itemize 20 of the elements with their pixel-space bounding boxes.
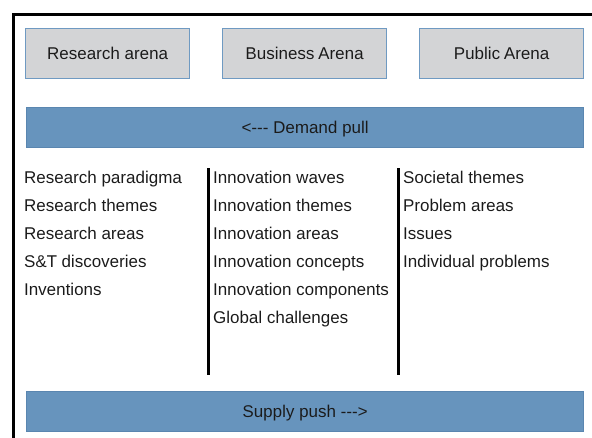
arrow-band: Supply push ---> — [26, 391, 584, 432]
list-item: Societal themes — [403, 167, 524, 189]
list-item: Research paradigma — [24, 167, 182, 189]
list-item: Research themes — [24, 195, 158, 217]
list-item: Innovation concepts — [213, 251, 364, 273]
list-item: Innovation waves — [213, 167, 344, 189]
list-item: Problem areas — [403, 195, 514, 217]
list-item: S&T discoveries — [24, 251, 147, 273]
list-item: Inventions — [24, 279, 102, 301]
list-item: Innovation components — [213, 279, 389, 301]
list-item: Issues — [403, 223, 452, 245]
list-item: Global challenges — [213, 307, 348, 329]
list-item: Innovation areas — [213, 223, 339, 245]
list-item: Innovation themes — [213, 195, 352, 217]
list-item: Individual problems — [403, 251, 550, 273]
list-item: Research areas — [24, 223, 144, 245]
arrow-band: <--- Demand pull — [26, 107, 584, 148]
arena-box: Public Arena — [419, 28, 584, 79]
arena-box: Business Arena — [222, 28, 387, 79]
arena-box: Research arena — [25, 28, 190, 79]
